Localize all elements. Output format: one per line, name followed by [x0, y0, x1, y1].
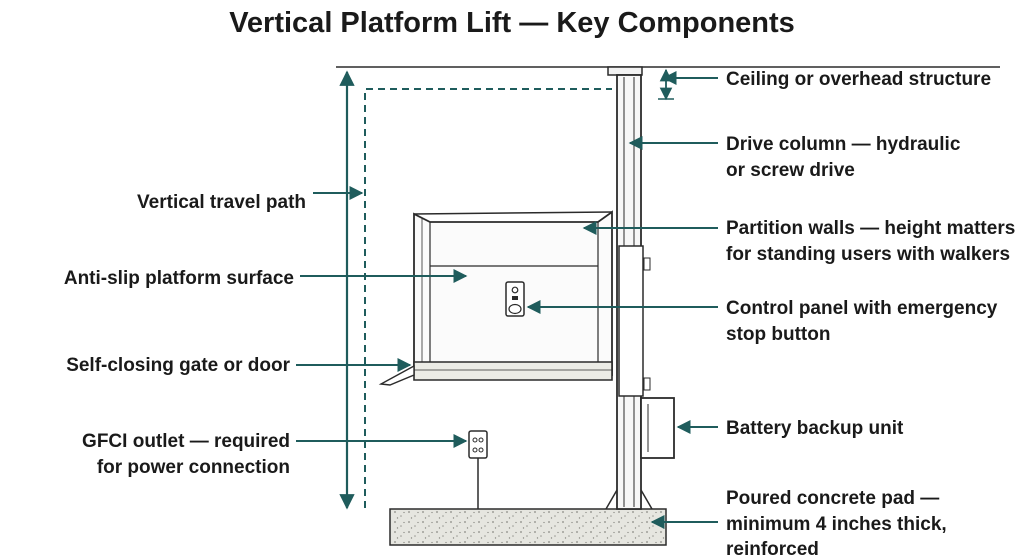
label-walls-line1: Partition walls — height matters: [726, 218, 1015, 239]
page-title: Vertical Platform Lift — Key Components: [229, 7, 795, 39]
emergency-stop-icon: [508, 303, 522, 315]
column-base-left: [605, 489, 618, 510]
label-pad-line2: minimum 4 inches thick,: [726, 514, 947, 535]
label-drive-line1: Drive column — hydraulic: [726, 134, 961, 155]
label-control-line1: Control panel with emergency: [726, 298, 998, 319]
column-base-right: [640, 489, 653, 510]
label-gate: Self-closing gate or door: [66, 355, 290, 376]
label-gfci-line2: for power connection: [97, 457, 290, 478]
label-pad-line1: Poured concrete pad —: [726, 488, 939, 509]
concrete-pad: [389, 508, 667, 546]
label-gfci-line1: GFCI outlet — required: [82, 431, 290, 452]
control-key-icon: [511, 286, 519, 294]
label-pad-line3: reinforced: [726, 539, 819, 559]
carriage-housing: [618, 245, 644, 397]
label-battery: Battery backup unit: [726, 418, 904, 439]
column-cap: [607, 66, 643, 76]
label-ceiling: Ceiling or overhead structure: [726, 69, 991, 90]
platform-floor: [413, 361, 613, 381]
label-control-line2: stop button: [726, 324, 830, 345]
label-platform-surface: Anti-slip platform surface: [64, 268, 294, 289]
battery-box: [640, 397, 675, 459]
gate-ramp: [378, 364, 415, 386]
label-travel-path: Vertical travel path: [137, 192, 306, 213]
label-drive-line2: or screw drive: [726, 160, 855, 181]
label-walls-line2: for standing users with walkers: [726, 244, 1010, 265]
gfci-outlet: [468, 430, 488, 459]
